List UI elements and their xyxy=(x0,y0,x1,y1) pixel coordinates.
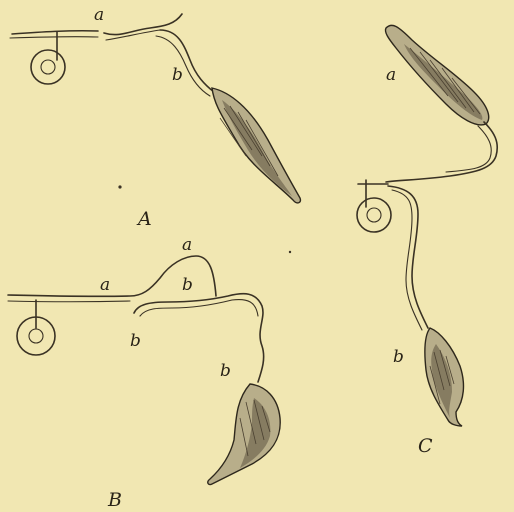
figure-c-spindle-b xyxy=(425,328,464,426)
figure-b-spindle xyxy=(208,384,280,485)
figure-c xyxy=(357,25,497,426)
figure-a xyxy=(10,14,300,203)
label-figure-B: B xyxy=(107,489,122,511)
figure-b xyxy=(8,256,280,485)
label-b-b-mid: b xyxy=(182,275,193,295)
figure-b-stalk-b xyxy=(134,294,264,382)
label-b-b-right: b xyxy=(220,361,231,381)
figure-a-stalk-b xyxy=(160,30,214,92)
label-c-a: a xyxy=(386,65,396,85)
figure-c-disc xyxy=(357,180,391,232)
label-b-b-low: b xyxy=(130,331,141,351)
figure-a-spindle xyxy=(212,88,300,203)
label-b-a-mid: a xyxy=(100,275,110,295)
label-figure-C: C xyxy=(418,435,433,457)
figure-b-disc xyxy=(17,300,55,355)
label-figure-A: A xyxy=(136,208,152,230)
label-c-b: b xyxy=(393,347,404,367)
label-a-top: a xyxy=(94,5,104,25)
figure-a-disc xyxy=(31,32,65,84)
figure-c-spindle-a xyxy=(385,25,488,125)
label-b-top: b xyxy=(172,65,183,85)
label-b-a-upper: a xyxy=(182,235,192,255)
